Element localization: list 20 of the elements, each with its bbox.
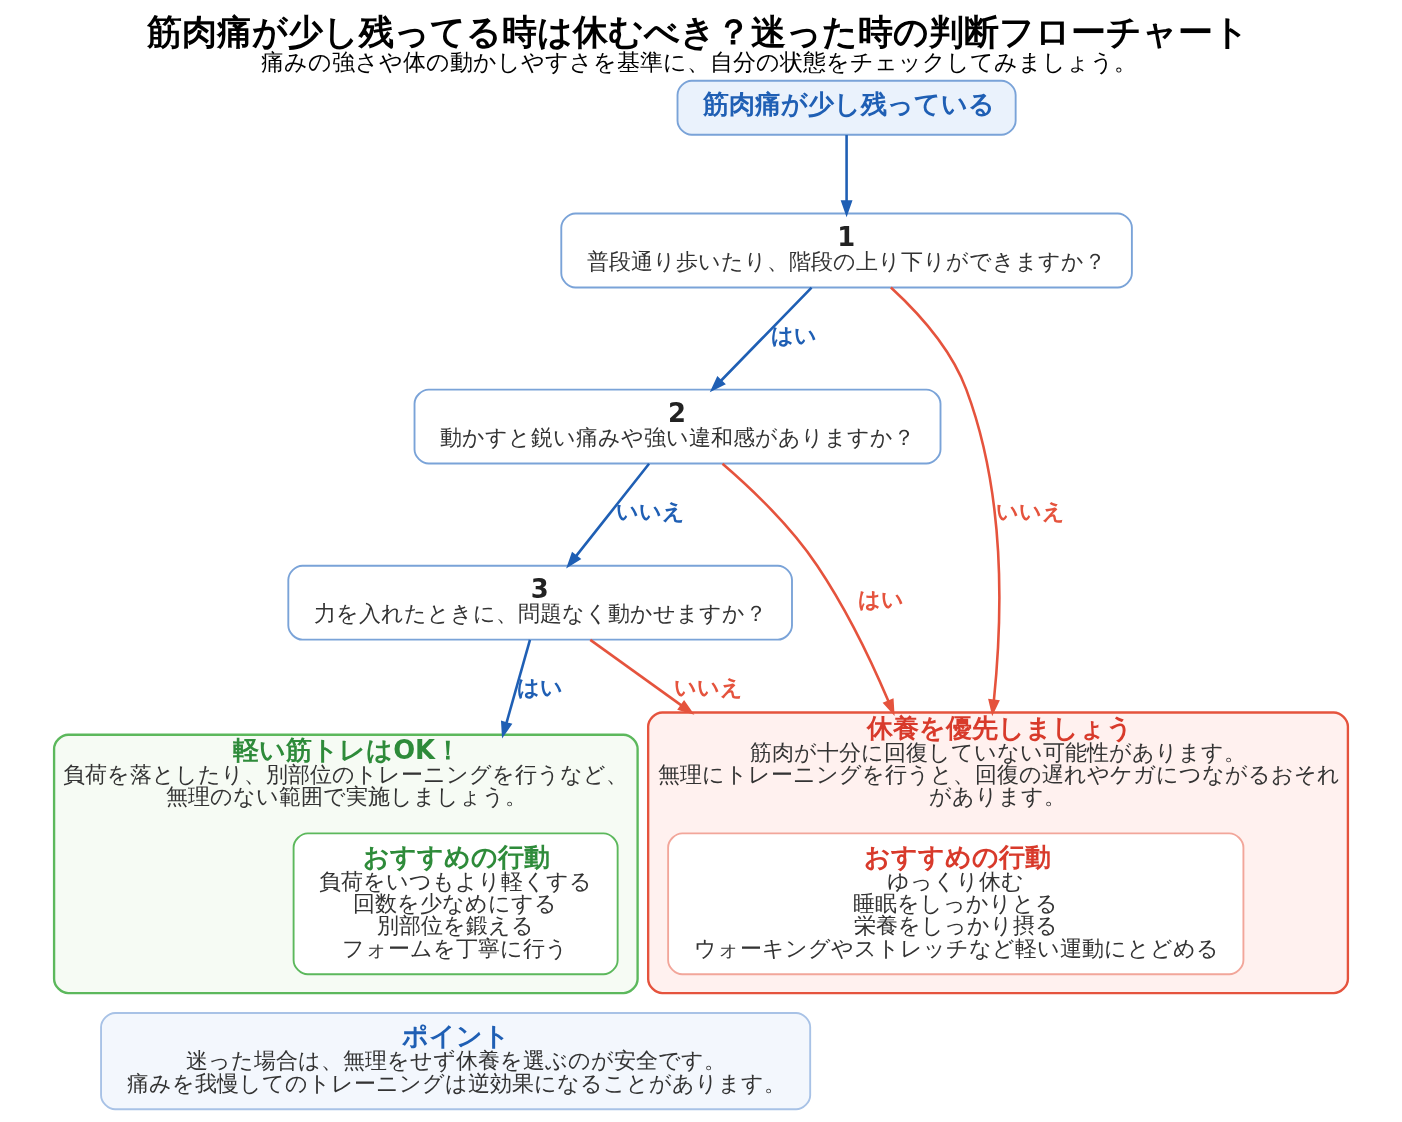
- arrow: [566, 462, 651, 569]
- edge-label: はい: [771, 321, 818, 348]
- node-box: 筋肉痛が少し残っている: [676, 79, 1017, 136]
- edge-label: いいえ: [674, 674, 743, 701]
- edge-label: はい: [516, 674, 563, 701]
- arrow: [840, 135, 853, 218]
- edge-label: いいえ: [995, 497, 1065, 524]
- arrow: [721, 462, 895, 717]
- edge-label: はい: [858, 586, 905, 613]
- node-box: おすすめの行動 負荷をいつもより軽くする 回数を少なめにする 別部位を鍛える フォームを丁寧に行う: [292, 832, 619, 976]
- node-box: おすすめの行動 ゆっくり休む 睡眠をしっかりとる 栄養をしっかり摂る ウォーキングやストレッチなど軽い運動にとどめる: [667, 832, 1245, 976]
- node-box: 1 普段通り歩いたり、階段の上り下りができますか？: [560, 212, 1133, 289]
- node-box: ポイント 迷った場合は、無理をせず休養を選ぶのが安全です。痛みを我慢してのトレーニングは逆効果になることがあります。: [100, 1012, 812, 1111]
- arrow: [890, 286, 1001, 717]
- node-box: 3 力を入れたときに、問題なく動かせますか？: [287, 564, 793, 641]
- arrow: [589, 638, 695, 715]
- arrow: [500, 639, 532, 739]
- arrow: [709, 286, 813, 393]
- node-box: 2 動かすと鋭い痛みや強い違和感がありますか？: [413, 388, 942, 465]
- edge-label: いいえ: [616, 497, 686, 524]
